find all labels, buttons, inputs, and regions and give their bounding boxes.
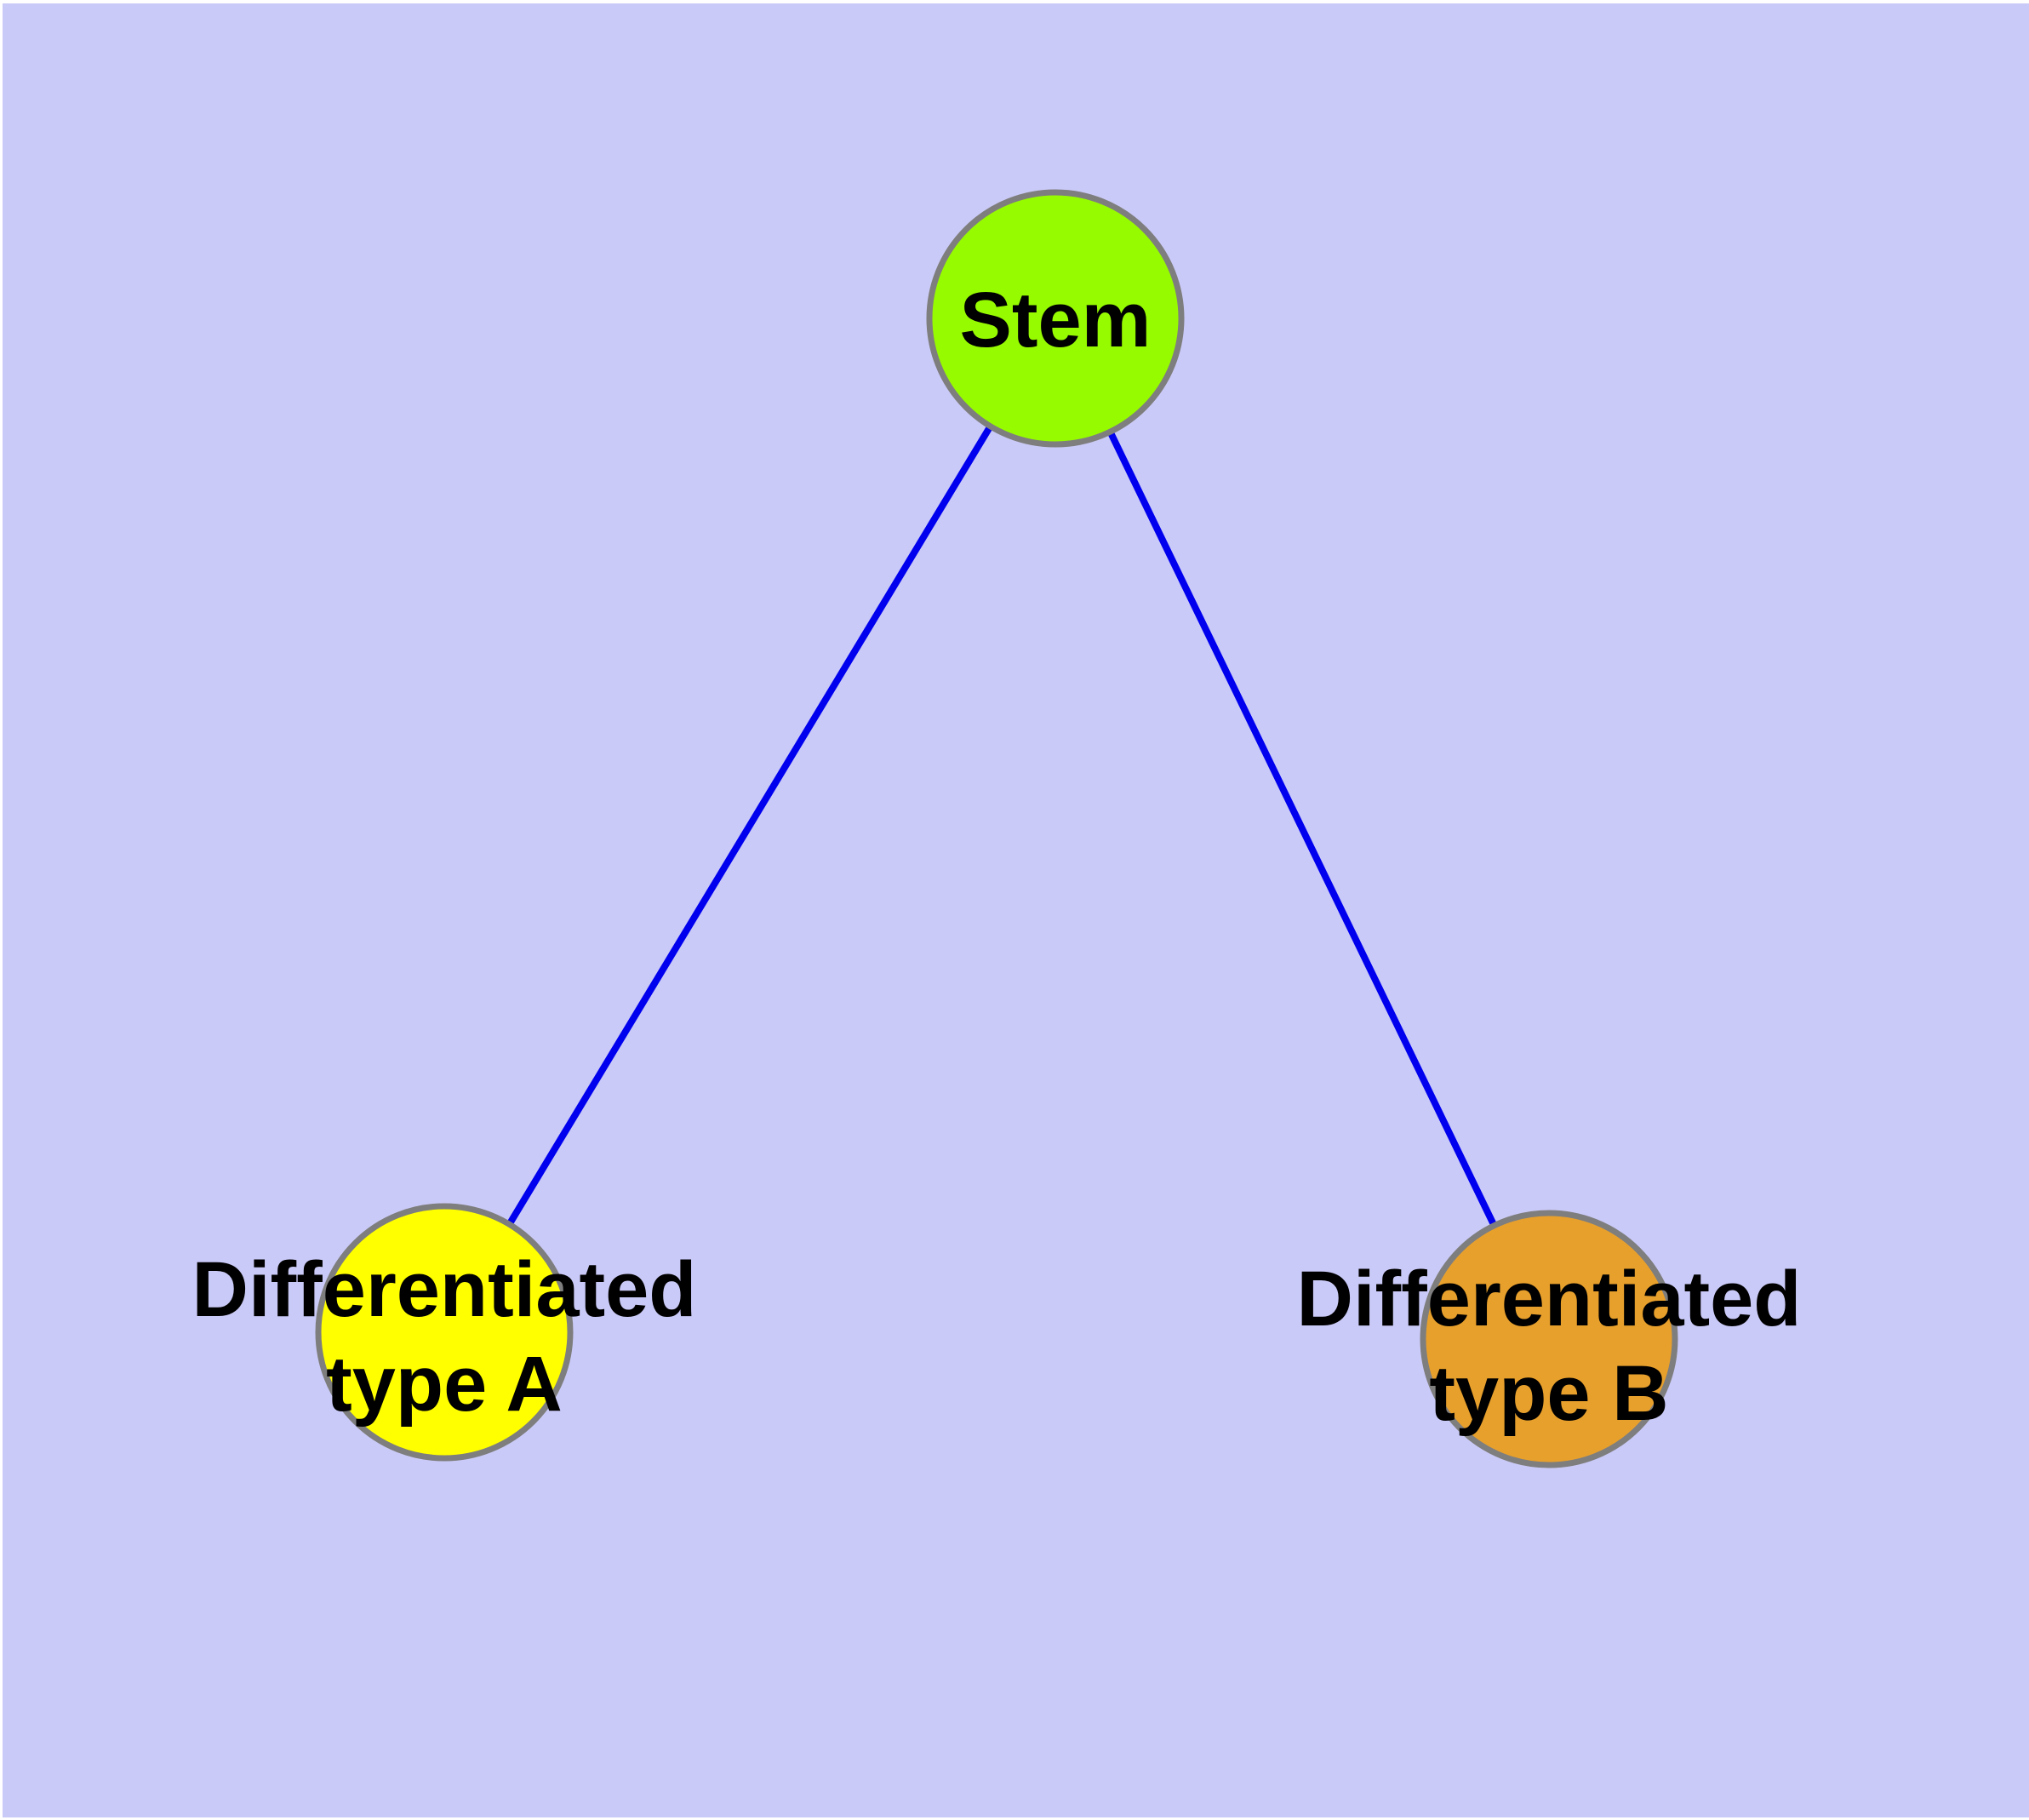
node-differentiated-type-a bbox=[315, 1203, 574, 1462]
node-differentiated-type-a-label-line1: Differentiated bbox=[192, 1246, 697, 1333]
node-differentiated-type-b-label-line2: type B bbox=[1429, 1350, 1668, 1437]
node-stem-label: Stem bbox=[960, 277, 1152, 363]
node-stem bbox=[926, 189, 1185, 448]
edge-stem-to-differentiated-type-b bbox=[1052, 317, 1552, 1341]
node-differentiated-type-b bbox=[1420, 1210, 1678, 1468]
node-differentiated-type-a-label-line2: type A bbox=[326, 1341, 563, 1428]
edge-stem-to-differentiated-type-a bbox=[441, 316, 1059, 1335]
node-differentiated-type-b-label-line1: Differentiated bbox=[1297, 1256, 1802, 1342]
